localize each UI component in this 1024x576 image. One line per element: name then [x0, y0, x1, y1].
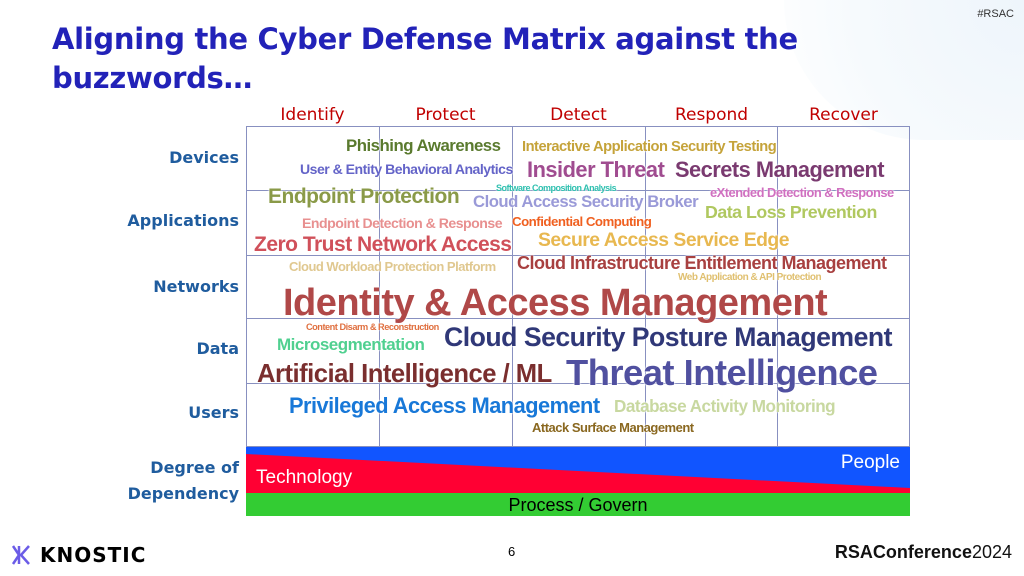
row-header-devices: Devices [169, 148, 239, 167]
buzzword: Web Application & API Protection [678, 272, 822, 283]
buzzword: Identity & Access Management [283, 282, 828, 324]
buzzword: Interactive Application Security Testing [522, 139, 777, 155]
title-line-1: Aligning the Cyber Defense Matrix agains… [52, 22, 798, 56]
column-header-protect: Protect [415, 105, 476, 125]
row-header-data: Data [196, 339, 239, 358]
people-label: People [840, 452, 900, 473]
buzzword: Endpoint Protection [268, 185, 460, 208]
buzzword: Artificial Intelligence / ML [257, 360, 552, 388]
buzzword: eXtended Detection & Response [710, 185, 894, 200]
knostic-logo: KNOSTIC [10, 543, 146, 567]
buzzword: Cloud Infrastructure Entitlement Managem… [517, 253, 887, 273]
row-header-networks: Networks [153, 277, 239, 296]
buzzword: Zero Trust Network Access [254, 233, 512, 256]
technology-area [246, 454, 910, 493]
brand-name: KNOSTIC [40, 543, 147, 567]
column-header-identify: Identify [280, 105, 345, 125]
column-header-respond: Respond [674, 105, 749, 125]
dependency-label-line-2: Dependency [127, 484, 239, 503]
buzzword: Cloud Security Posture Management [444, 322, 893, 352]
buzzword: Endpoint Detection & Response [302, 215, 503, 231]
dependency-bar: Technology People Process / Govern [246, 447, 910, 516]
process-label: Process / Govern [508, 495, 648, 515]
hashtag: #RSAC [977, 8, 1014, 20]
buzzword: Confidential Computing [512, 214, 652, 229]
matrix-grid [246, 126, 910, 447]
buzzword: Software Composition Analysis [496, 183, 617, 193]
buzzword: Database Activity Monitoring [614, 397, 836, 416]
buzzword: Cloud Workload Protection Platform [289, 259, 496, 274]
buzzword: Phishing Awareness [346, 136, 501, 155]
slide-title: Aligning the Cyber Defense Matrix agains… [52, 20, 932, 98]
buzzword: Content Disarm & Reconstruction [306, 322, 439, 332]
process-area [246, 493, 910, 516]
dependency-graphic [246, 447, 910, 516]
page-number: 6 [508, 544, 516, 559]
buzzword: Cloud Access Security Broker [473, 192, 699, 211]
technology-label: Technology [256, 467, 353, 488]
buzzword: Data Loss Prevention [705, 202, 877, 222]
conference-year: 2024 [971, 542, 1012, 562]
conference-name: RSAConference [834, 542, 972, 562]
dependency-label-line-1: Degree of [150, 458, 239, 477]
buzzword: Attack Surface Management [532, 420, 694, 435]
buzzword: Insider Threat [527, 157, 665, 182]
buzzword: Secure Access Service Edge [538, 229, 790, 251]
rsa-conference-logo: RSAConference2024 [835, 542, 1012, 563]
buzzword: Threat Intelligence [566, 352, 878, 393]
buzzword: Secrets Management [675, 157, 885, 182]
row-header-applications: Applications [127, 211, 239, 230]
dependency-label: Degree of Dependency [100, 455, 239, 507]
knostic-logo-icon [11, 545, 30, 565]
title-line-2: buzzwords… [52, 61, 253, 95]
buzzword: User & Entity Behavioral Analytics [300, 161, 513, 177]
row-header-users: Users [188, 403, 239, 422]
buzzword: Privileged Access Management [289, 393, 600, 418]
column-header-recover: Recover [809, 105, 878, 125]
column-header-detect: Detect [550, 105, 607, 125]
buzzword: Microsegmentation [277, 335, 425, 354]
